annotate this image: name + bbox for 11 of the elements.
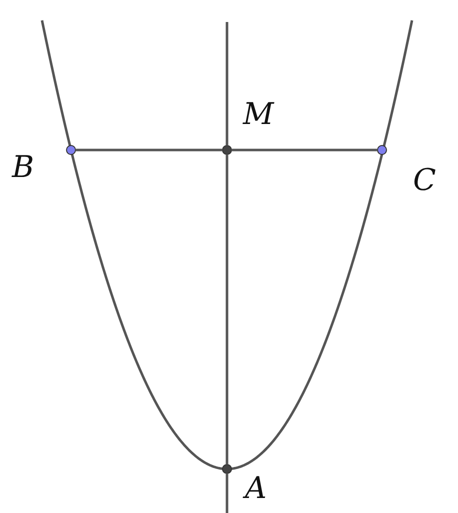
point-dot: [66, 145, 76, 155]
point-dot: [222, 145, 232, 155]
point-label: B: [12, 153, 34, 183]
point-dot: [377, 145, 387, 155]
line-segment: [232, 148, 377, 152]
point-label: A: [245, 474, 267, 504]
point-dot: [222, 464, 232, 474]
line-segment: [226, 155, 228, 464]
point-label: M: [243, 100, 274, 130]
point-label: C: [413, 166, 436, 196]
line-segment: [76, 148, 222, 152]
